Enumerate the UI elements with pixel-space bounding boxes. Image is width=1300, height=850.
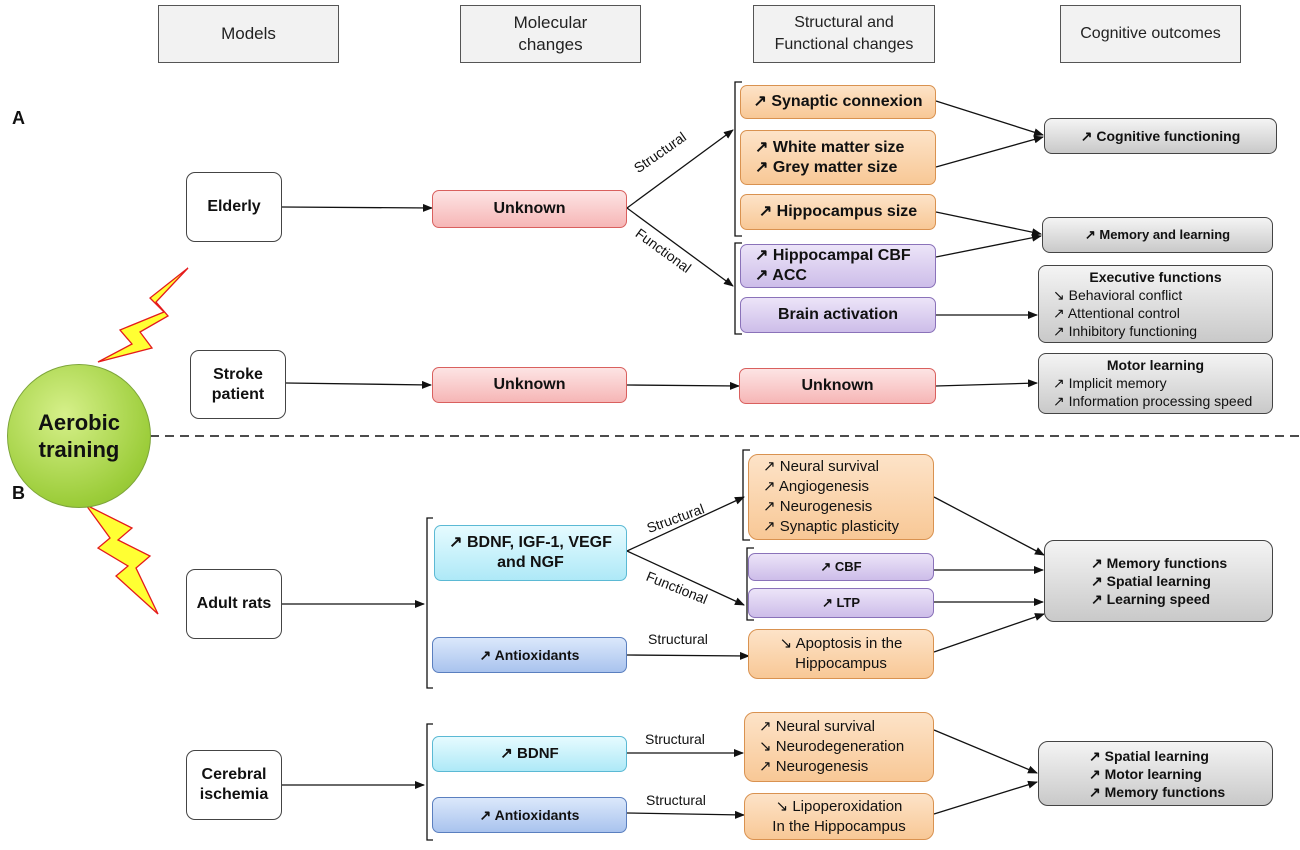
bracket-rats: [426, 517, 433, 689]
change-lipo-line2: In the Hippocampus: [772, 817, 906, 835]
ischemia-outcome-memory-functions: ↗ Memory functions: [1089, 783, 1226, 800]
change-synaptic-connexion: ↗ Synaptic connexion: [740, 85, 936, 119]
outcome-executive-functions: Executive functions ↘ Behavioral conflic…: [1038, 265, 1273, 343]
growth-factors-line1: ↗ BDNF, IGF-1, VEGF: [449, 534, 612, 551]
model-cerebral-ischemia: Cerebral ischemia: [186, 750, 282, 820]
motor-item-processing-speed: ↗ Information processing speed: [1053, 393, 1253, 409]
model-adult-rats: Adult rats: [186, 569, 282, 639]
bracket-rats-functional: [746, 547, 754, 621]
header-molecular-changes: Molecular changes: [460, 5, 641, 63]
molecular-antioxidants-ischemia: ↗ Antioxidants: [432, 797, 627, 833]
change-apoptosis-line1: ↘ Apoptosis in the: [779, 635, 903, 652]
change-isch-neurogenesis: ↗ Neurogenesis: [759, 758, 869, 775]
ischemia-outcome-motor-learning: ↗ Motor learning: [1089, 765, 1202, 782]
label-structural-antioxidants: Structural: [648, 631, 708, 647]
change-ischemia-structural: ↗ Neural survival ↘ Neurodegeneration ↗ …: [744, 712, 934, 782]
change-ischemia-lipoperoxidation: ↘ Lipoperoxidation In the Hippocampus: [744, 793, 934, 840]
change-isch-neural-survival: ↗ Neural survival: [759, 718, 875, 735]
change-unknown-stroke: Unknown: [739, 368, 936, 404]
header-structural-functional: Structural and Functional changes: [753, 5, 935, 63]
model-stroke-patient: Stroke patient: [190, 350, 286, 419]
model-elderly: Elderly: [186, 172, 282, 242]
change-white-matter: ↗ White matter size: [755, 138, 905, 156]
motor-item-implicit-memory: ↗ Implicit memory: [1053, 375, 1167, 391]
molecular-growth-factors: ↗ BDNF, IGF-1, VEGF and NGF: [434, 525, 627, 581]
change-rats-angiogenesis: ↗ Angiogenesis: [763, 478, 869, 495]
label-structural-antioxidants-ischemia: Structural: [646, 792, 706, 808]
molecular-bdnf-ischemia: ↗ BDNF: [432, 736, 627, 772]
bracket-structural: [734, 81, 742, 237]
outcome-rats: ↗ Memory functions ↗ Spatial learning ↗ …: [1044, 540, 1273, 622]
section-label-b: B: [12, 483, 25, 503]
change-rats-structural: ↗ Neural survival ↗ Angiogenesis ↗ Neuro…: [748, 454, 934, 540]
lightning-bolt-bottom: [85, 504, 159, 615]
molecular-antioxidants-rats: ↗ Antioxidants: [432, 637, 627, 673]
executive-item-behavioral-conflict: ↘ Behavioral conflict: [1053, 287, 1183, 303]
label-structural-bdnf: Structural: [645, 731, 705, 747]
ischemia-outcome-spatial-learning: ↗ Spatial learning: [1089, 747, 1209, 764]
aerobic-training-node: Aerobic training: [7, 364, 151, 508]
change-hippocampal-cbf: ↗ Hippocampal CBF: [755, 247, 911, 264]
bracket-functional: [734, 242, 742, 335]
executive-title: Executive functions: [1089, 269, 1222, 285]
rats-outcome-memory-functions: ↗ Memory functions: [1091, 555, 1228, 571]
change-rats-neurogenesis: ↗ Neurogenesis: [763, 498, 873, 515]
change-rats-cbf: ↗ CBF: [748, 553, 934, 581]
header-models: Models: [158, 5, 339, 63]
change-lipo-line1: ↘ Lipoperoxidation: [775, 797, 903, 815]
change-rats-synaptic-plasticity: ↗ Synaptic plasticity: [763, 518, 899, 535]
change-matter-size: ↗ White matter size ↗ Grey matter size: [740, 130, 936, 185]
outcome-motor-learning: Motor learning ↗ Implicit memory ↗ Infor…: [1038, 353, 1273, 414]
bracket-ischemia: [426, 723, 433, 841]
growth-factors-line2: and NGF: [497, 554, 564, 571]
molecular-unknown-stroke: Unknown: [432, 367, 627, 403]
outcome-ischemia: ↗ Spatial learning ↗ Motor learning ↗ Me…: [1038, 741, 1273, 806]
header-cognitive-outcomes: Cognitive outcomes: [1060, 5, 1241, 63]
rats-outcome-spatial-learning: ↗ Spatial learning: [1091, 573, 1211, 589]
change-apoptosis-line2: Hippocampus: [795, 655, 887, 672]
bracket-rats-structural: [742, 449, 750, 541]
outcome-cognitive-functioning: ↗ Cognitive functioning: [1044, 118, 1277, 154]
executive-item-attentional-control: ↗ Attentional control: [1053, 305, 1180, 321]
molecular-unknown-elderly: Unknown: [432, 190, 627, 228]
change-acc: ↗ ACC: [755, 267, 807, 284]
change-rats-neural-survival: ↗ Neural survival: [763, 458, 879, 475]
rats-outcome-learning-speed: ↗ Learning speed: [1091, 591, 1211, 607]
change-hippocampus-size: ↗ Hippocampus size: [740, 194, 936, 230]
change-rats-apoptosis: ↘ Apoptosis in the Hippocampus: [748, 629, 934, 679]
change-brain-activation: Brain activation: [740, 297, 936, 333]
lightning-bolt-top: [97, 267, 189, 363]
section-label-a: A: [12, 108, 25, 128]
change-rats-ltp: ↗ LTP: [748, 588, 934, 618]
executive-item-inhibitory-functioning: ↗ Inhibitory functioning: [1053, 323, 1198, 339]
change-isch-neurodegeneration: ↘ Neurodegeneration: [759, 738, 905, 755]
change-hippocampal-cbf-acc: ↗ Hippocampal CBF ↗ ACC: [740, 244, 936, 288]
outcome-memory-learning: ↗ Memory and learning: [1042, 217, 1273, 253]
motor-title: Motor learning: [1106, 357, 1205, 373]
change-grey-matter: ↗ Grey matter size: [755, 158, 898, 176]
